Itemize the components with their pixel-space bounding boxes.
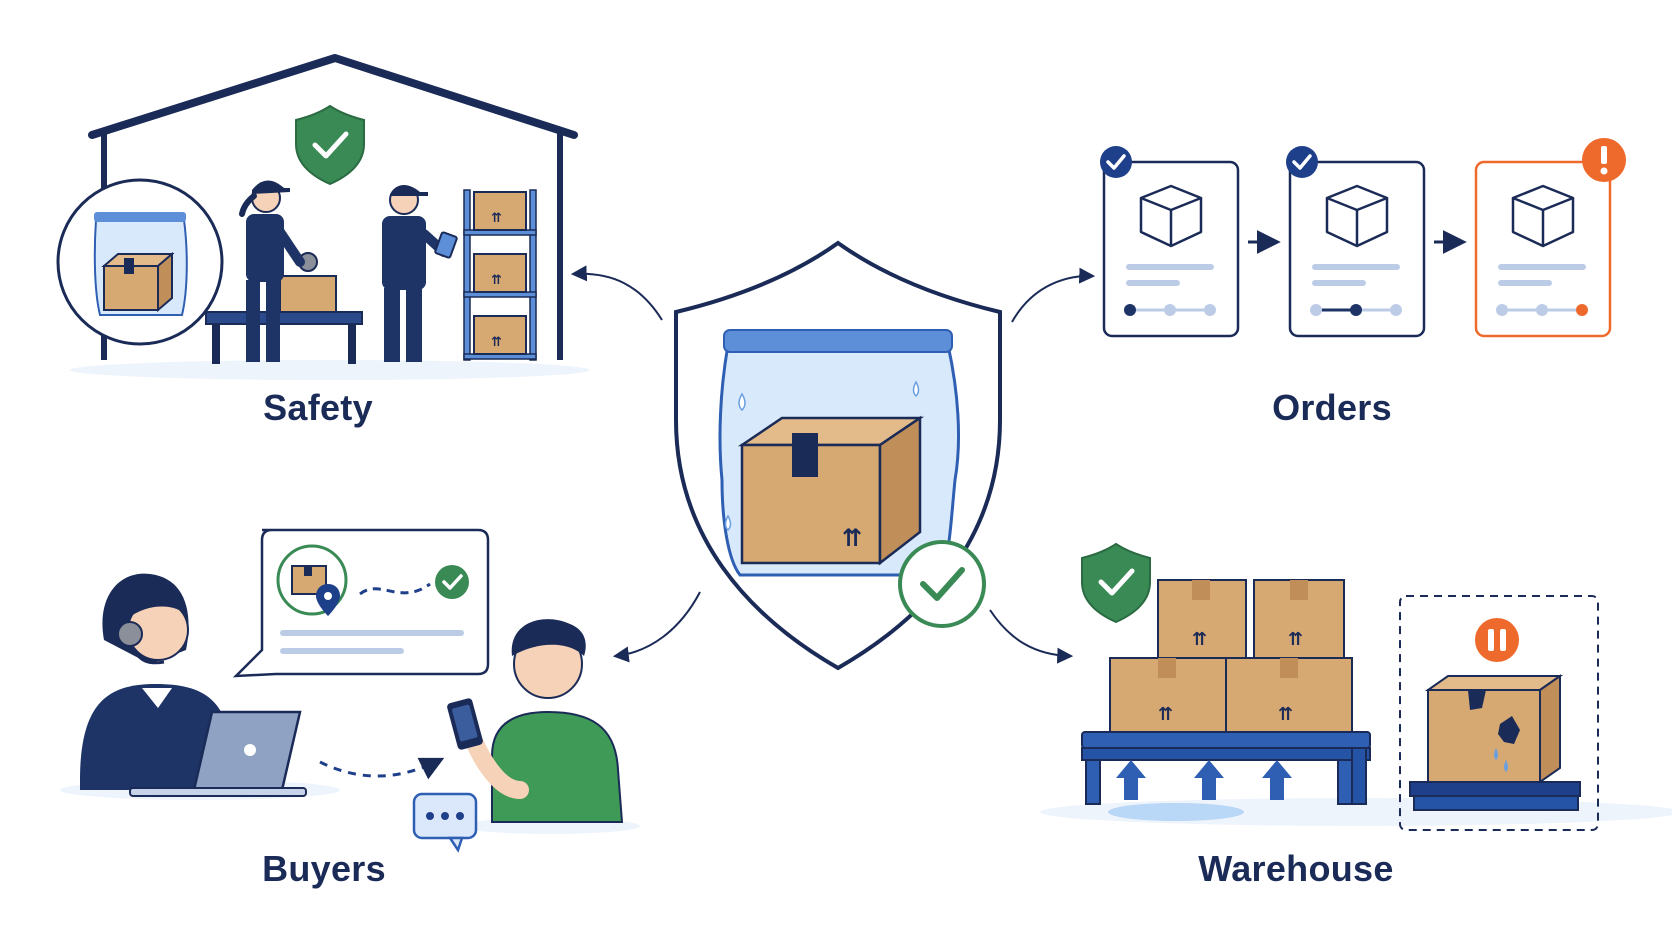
box-icon: [1139, 184, 1203, 248]
svg-text:⇈: ⇈: [1278, 704, 1293, 725]
section-buyers: [60, 528, 640, 853]
alert-icon: [1582, 138, 1626, 182]
damaged-package-area: [1399, 595, 1599, 831]
stacked-boxes: ⇈ ⇈ ⇈ ⇈: [1109, 579, 1353, 733]
connector-arrows: [570, 265, 1096, 664]
svg-text:⇈: ⇈: [1158, 704, 1173, 725]
label-safety: Safety: [263, 387, 373, 428]
worker-packing: [239, 180, 305, 362]
svg-text:⇈: ⇈: [1192, 629, 1207, 650]
section-orders: [1100, 138, 1626, 338]
worker-clipboard: [382, 185, 458, 362]
warehouse-roof: [88, 54, 578, 139]
check-icon: [898, 540, 986, 628]
check-icon: [435, 565, 469, 599]
packing-table: [205, 252, 363, 364]
label-buyers: Buyers: [262, 848, 386, 889]
box-icon: ⇈: [737, 415, 925, 566]
center-protected-package: ⇈: [674, 240, 1002, 671]
order-card-1: [1100, 146, 1240, 338]
box-icon: [1325, 184, 1389, 248]
raised-pallet: [1081, 731, 1371, 805]
check-icon: [1100, 146, 1132, 178]
support-agent: [80, 573, 232, 790]
box-icon: [1511, 184, 1575, 248]
location-pin-icon: [316, 584, 340, 616]
shield-icon: [295, 104, 365, 186]
buyer-with-phone: [447, 619, 624, 823]
storage-shelf: ⇈ ⇈ ⇈: [463, 189, 537, 361]
section-warehouse: ⇈ ⇈ ⇈ ⇈: [1040, 542, 1672, 831]
label-warehouse: Warehouse: [1198, 848, 1394, 889]
svg-text:⇈: ⇈: [491, 335, 502, 350]
dashed-connector: [319, 757, 445, 780]
chat-icon: [412, 792, 478, 853]
svg-text:⇈: ⇈: [491, 211, 502, 226]
svg-text:⇈: ⇈: [491, 273, 502, 288]
tracking-speech-bubble: [232, 528, 490, 678]
laptop: [129, 710, 307, 797]
order-card-3-alert: [1474, 138, 1626, 338]
svg-text:⇈: ⇈: [1288, 629, 1303, 650]
section-safety: ⇈ ⇈ ⇈: [56, 54, 590, 380]
bagged-box-inset: [56, 178, 224, 346]
up-arrow-icon: [1116, 760, 1292, 800]
label-orders: Orders: [1272, 387, 1392, 428]
check-icon: [1286, 146, 1318, 178]
svg-text:⇈: ⇈: [842, 524, 862, 552]
shield-icon: [1081, 542, 1151, 624]
order-card-2: [1286, 146, 1426, 338]
pause-icon: [1475, 618, 1519, 662]
